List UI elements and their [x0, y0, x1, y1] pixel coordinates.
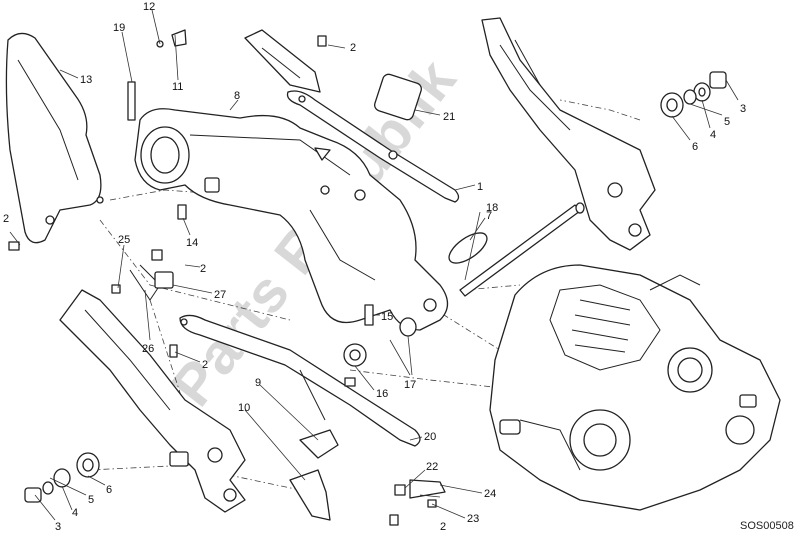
callout-5: 5: [724, 116, 730, 128]
chain-slider[interactable]: [286, 90, 460, 203]
callout-26: 26: [142, 343, 154, 355]
callout-27: 27: [214, 289, 226, 301]
callout-14: 14: [186, 237, 198, 249]
fasteners: [8, 29, 446, 526]
right-footpeg-bracket[interactable]: [481, 17, 656, 251]
callout-6: 6: [106, 484, 112, 496]
callout-21: 21: [443, 111, 455, 123]
callout-6: 6: [692, 141, 698, 153]
callout-20: 20: [424, 431, 436, 443]
callout-24: 24: [484, 488, 496, 500]
callout-10: 10: [238, 402, 250, 414]
left-footpeg-bracket[interactable]: [59, 289, 246, 513]
swingarm[interactable]: [134, 108, 449, 331]
callout-numbers: 1 2 2 2 2 2 3 3 4 4 5 5 6 6 7 8 9 10 11 …: [3, 1, 746, 533]
callout-2: 2: [440, 521, 446, 533]
callout-22: 22: [426, 461, 438, 473]
callout-17: 17: [404, 379, 416, 391]
callout-13: 13: [80, 74, 92, 86]
rubber-pad[interactable]: [373, 73, 423, 122]
callout-4: 4: [72, 507, 78, 519]
bracket-set[interactable]: [289, 429, 339, 521]
callout-12: 12: [143, 1, 155, 13]
callout-5: 5: [88, 494, 94, 506]
callout-9: 9: [255, 377, 261, 389]
leader-lines: [9, 9, 739, 521]
chain-guard[interactable]: [5, 32, 104, 244]
callout-8: 8: [234, 90, 240, 102]
drawing-code: SOS00508: [740, 520, 794, 532]
callout-3: 3: [740, 103, 746, 115]
wheel-spindle[interactable]: [459, 202, 585, 297]
callout-11: 11: [172, 81, 183, 93]
callout-3: 3: [55, 521, 61, 533]
callout-2: 2: [200, 263, 206, 275]
guard-plate[interactable]: [244, 29, 321, 93]
callout-15: 15: [381, 311, 393, 323]
callout-16: 16: [376, 388, 388, 400]
callout-19: 19: [113, 22, 125, 34]
callout-1: 1: [477, 181, 483, 193]
callout-18: 18: [486, 202, 498, 214]
callout-2: 2: [202, 359, 208, 371]
callout-4: 4: [710, 129, 716, 141]
callout-2: 2: [3, 213, 9, 225]
callout-2: 2: [350, 42, 356, 54]
callout-25: 25: [118, 234, 130, 246]
chain-adjuster[interactable]: [444, 227, 492, 269]
lower-chain-guard[interactable]: [179, 314, 421, 447]
right-bushing-set[interactable]: [660, 71, 727, 118]
left-bushing-set[interactable]: [24, 452, 100, 503]
callout-23: 23: [467, 513, 479, 525]
engine: [489, 264, 781, 511]
callout-7: 7: [486, 210, 492, 222]
